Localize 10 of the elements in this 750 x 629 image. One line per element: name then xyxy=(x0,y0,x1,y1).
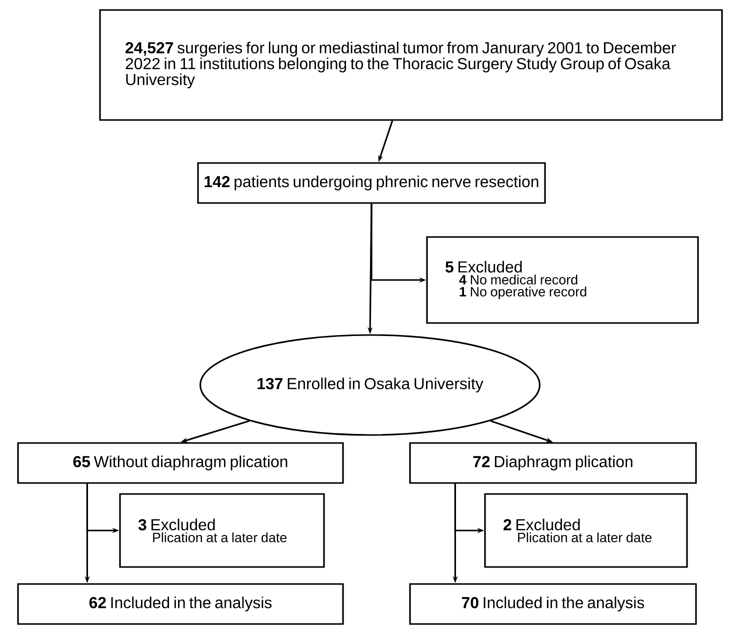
process-box: 65 Without diaphragm plication xyxy=(17,442,344,484)
process-box: 3 Excluded Plication at a later date xyxy=(119,493,325,568)
process-box: 24,527 surgeries for lung or mediastinal tumor from Janurary 2001 to December 2022 in 11 institutions belonging to the Thoracic Surgery Study Group of Osaka University xyxy=(99,9,723,121)
process-box: 72 Diaphragm plication xyxy=(409,442,697,484)
process-box: 142 patients undergoing phrenic nerve resection xyxy=(197,162,546,204)
process-box: 70 Included in the analysis xyxy=(409,583,697,625)
process-box: 5 Excluded 4 No medical record 1 No operative record xyxy=(426,236,699,324)
process-box: 2 Excluded Plication at a later date xyxy=(484,493,688,568)
ellipse-node: 137 Enrolled in Osaka University xyxy=(200,334,540,436)
process-box: 62 Included in the analysis xyxy=(17,583,344,625)
